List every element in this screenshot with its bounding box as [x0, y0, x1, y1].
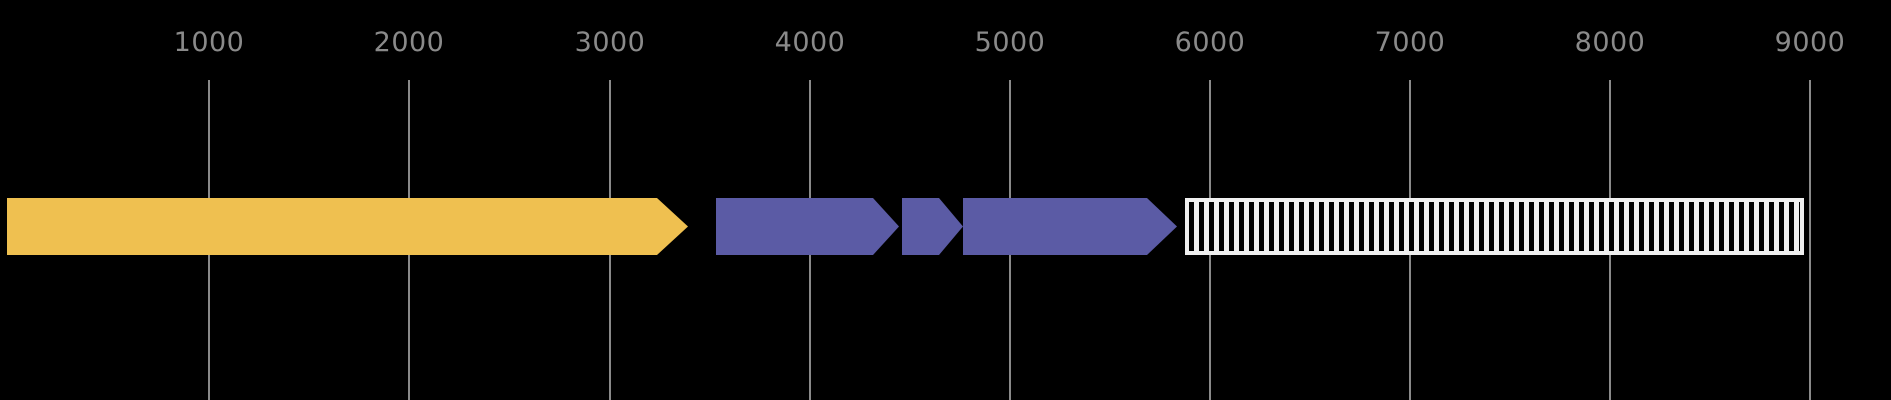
axis-tick-label: 7000: [1374, 27, 1446, 58]
arrow-shape: [716, 198, 899, 255]
arrow-right-icon: [963, 198, 1177, 255]
axis-gridline: [1809, 80, 1811, 400]
axis-tick-label: 4000: [774, 27, 846, 58]
arrow-right-icon: [716, 198, 899, 255]
axis-tick-label: 6000: [1174, 27, 1246, 58]
feature-arrow-purple-2[interactable]: [902, 198, 963, 255]
arrow-shape: [7, 198, 688, 255]
axis-tick-label: 2000: [373, 27, 445, 58]
feature-arrow-yellow-1[interactable]: [7, 198, 688, 255]
feature-hatched-region-1[interactable]: [1185, 198, 1804, 255]
axis-tick-label: 3000: [574, 27, 646, 58]
arrow-shape: [963, 198, 1177, 255]
axis-tick-label: 5000: [974, 27, 1046, 58]
axis-tick-label: 1000: [173, 27, 245, 58]
feature-arrow-purple-1[interactable]: [716, 198, 899, 255]
feature-arrow-purple-3[interactable]: [963, 198, 1177, 255]
hatch-pattern: [1189, 202, 1800, 251]
arrow-right-icon: [902, 198, 963, 255]
arrow-shape: [902, 198, 963, 255]
axis-tick-label: 9000: [1774, 27, 1846, 58]
arrow-right-icon: [7, 198, 688, 255]
axis-tick-label: 8000: [1574, 27, 1646, 58]
